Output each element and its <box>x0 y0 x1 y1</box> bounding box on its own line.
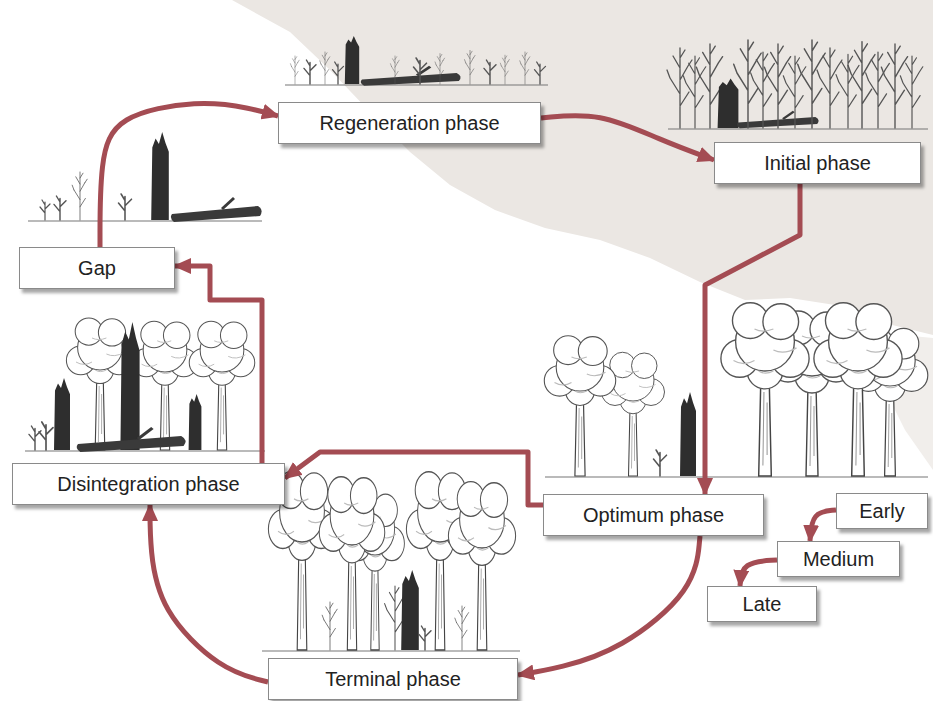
seedling <box>414 58 427 84</box>
sapling <box>783 56 806 128</box>
sapling <box>817 48 842 128</box>
ground-line <box>285 84 548 85</box>
sapling <box>667 48 692 128</box>
tree <box>319 477 385 650</box>
cycle-arrow <box>150 505 268 682</box>
sapling <box>72 172 87 220</box>
phase-name: Optimum phase <box>556 502 751 528</box>
dead-snag <box>401 570 419 650</box>
tree <box>721 303 809 476</box>
cycle-arrow <box>705 184 800 494</box>
phase-box: Late <box>707 586 817 622</box>
cycle-arrow <box>810 510 836 541</box>
seedling <box>419 626 431 650</box>
ground-line <box>25 450 265 451</box>
cycle-arrow <box>285 452 543 505</box>
seedling <box>39 422 53 450</box>
sapling <box>320 52 330 84</box>
cycle-arrow <box>541 116 714 160</box>
phase-box: Disintegration phase <box>12 463 285 505</box>
fallen-log <box>77 428 186 452</box>
seedling <box>304 60 316 84</box>
phase-box: Regeneration phase <box>278 102 541 144</box>
sapling <box>764 44 790 128</box>
sapling <box>881 44 907 128</box>
cycle-arrow <box>518 536 700 675</box>
dead-snag <box>345 36 359 84</box>
ground-line <box>545 476 928 477</box>
sapling <box>734 40 762 128</box>
ground-line <box>28 220 262 221</box>
sapling <box>520 52 530 84</box>
seedling <box>535 62 546 84</box>
seedling <box>40 200 50 220</box>
dead-snag <box>151 132 169 220</box>
sapling <box>683 56 706 128</box>
fallen-log <box>171 198 262 222</box>
seedling <box>484 60 496 84</box>
tree <box>544 336 615 476</box>
dead-snag <box>120 322 139 450</box>
sapling <box>798 40 826 128</box>
dead-snag <box>189 394 202 450</box>
tree <box>448 482 515 650</box>
sapling <box>751 52 775 128</box>
phase-box: Gap <box>19 247 175 289</box>
cycle-arrow <box>175 266 262 463</box>
phase-name: Initial phase <box>727 150 908 176</box>
seedling <box>654 450 667 476</box>
seedling <box>29 426 41 450</box>
sapling <box>435 54 445 84</box>
tree <box>189 321 255 450</box>
phase-box: Optimum phase <box>543 494 764 536</box>
cycle-arrow <box>740 560 777 586</box>
phase-name: Early <box>847 498 917 524</box>
sapling <box>500 55 509 84</box>
seedling <box>333 62 344 84</box>
fallen-log <box>361 67 461 86</box>
background-swath <box>232 0 933 335</box>
phase-box: Early <box>836 493 928 529</box>
sapling <box>455 606 469 650</box>
seedling <box>54 196 66 220</box>
tree <box>132 321 198 450</box>
sapling <box>465 50 476 84</box>
dead-snag <box>718 78 739 128</box>
phase-name: Terminal phase <box>281 666 505 692</box>
sapling <box>290 56 299 84</box>
seedling <box>119 194 132 220</box>
sapling <box>390 56 399 84</box>
phase-name: Disintegration phase <box>25 471 272 497</box>
phase-name: Medium <box>788 546 889 572</box>
phase-name: Gap <box>32 255 162 281</box>
phase-name: Late <box>718 591 806 617</box>
dead-snag <box>680 392 696 476</box>
sapling <box>866 52 890 128</box>
ground-line <box>668 128 928 129</box>
sapling <box>900 56 923 128</box>
phase-box: Terminal phase <box>268 658 518 700</box>
phase-box: Medium <box>777 541 900 577</box>
dead-snag <box>54 378 70 450</box>
phase-box: Initial phase <box>714 142 921 184</box>
tree <box>814 303 902 476</box>
phase-name: Regeneration phase <box>291 110 528 136</box>
cycle-arrow <box>100 104 278 247</box>
sapling <box>322 602 337 650</box>
